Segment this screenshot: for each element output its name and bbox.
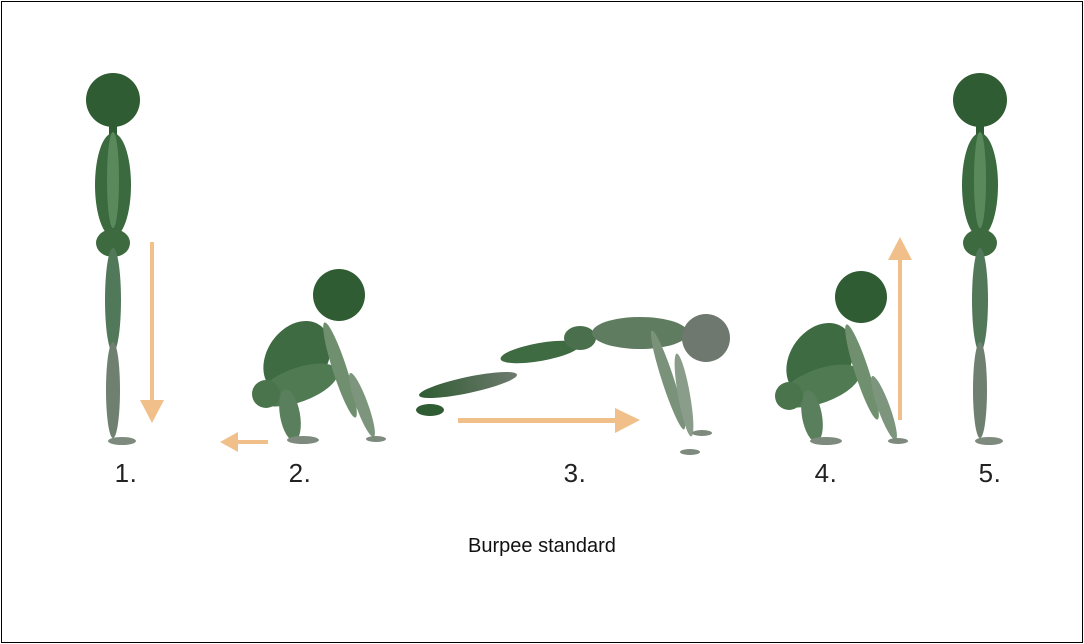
- figure-squat-step-2: [249, 269, 386, 444]
- step-label-1: 1.: [96, 458, 156, 489]
- figure-plank-step-3: [416, 314, 730, 455]
- step-label-3: 3.: [545, 458, 605, 489]
- figure-standing-step-5: [953, 73, 1007, 445]
- arrow-up: [888, 237, 912, 420]
- figure-standing-step-1: [86, 73, 140, 445]
- arrow-down: [140, 242, 164, 423]
- arrow-right: [458, 408, 640, 433]
- arrow-left: [220, 432, 268, 452]
- step-label-4: 4.: [796, 458, 856, 489]
- figure-squat-step-4: [772, 271, 908, 445]
- figure-caption: Burpee standard: [0, 535, 1084, 558]
- step-label-2: 2.: [270, 458, 330, 489]
- step-label-5: 5.: [960, 458, 1020, 489]
